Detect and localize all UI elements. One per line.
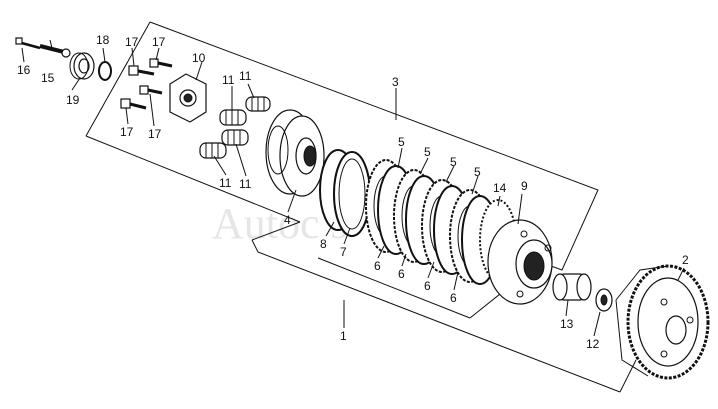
label-9: 9 [521,179,528,193]
label-5-d: 5 [474,165,481,179]
circlip-18 [98,61,112,81]
bolt-17-c [120,98,147,110]
bolt-17-d [139,85,163,95]
label-11-b: 11 [239,69,252,83]
label-17-a: 17 [125,35,139,49]
label-11-c: 11 [219,176,232,190]
label-6-b: 6 [398,267,405,281]
label-13: 13 [560,317,574,331]
label-16: 16 [17,63,31,77]
spring-11-c [221,129,249,146]
bearing-19 [69,52,95,80]
label-17-b: 17 [152,35,166,49]
label-5-b: 5 [424,145,431,159]
label-8: 8 [320,237,327,251]
label-12: 12 [586,337,600,351]
label-15: 15 [41,71,55,85]
label-3: 3 [392,75,399,89]
label-6-d: 6 [450,291,457,305]
label-11-d: 11 [239,177,252,191]
label-1: 1 [340,329,347,343]
label-10: 10 [192,51,206,65]
label-6-a: 6 [374,259,381,273]
label-6-c: 6 [424,279,431,293]
label-4: 4 [284,213,291,227]
label-18: 18 [96,33,110,47]
spring-11-b [219,109,247,126]
label-17-d: 17 [148,127,162,141]
label-11-a: 11 [222,73,235,87]
label-5-c: 5 [450,155,457,169]
spring-11-a [245,96,271,112]
washer-12 [595,288,613,312]
bushing-13 [552,273,592,301]
label-7: 7 [340,245,347,259]
pin-16 [15,37,41,50]
label-17-c: 17 [120,125,134,139]
push-rod-15 [39,44,71,58]
plate-7 [333,151,371,237]
label-2: 2 [682,253,689,267]
bolt-17-b [149,58,173,68]
clutch-center-4 [265,109,325,197]
pressure-plate-10 [169,73,207,123]
leader-lines [21,39,685,337]
spring-11-d [199,142,227,159]
part-labels: 16 15 19 18 17 17 17 17 10 11 11 11 11 3… [17,33,689,351]
label-14: 14 [493,181,507,195]
pressure-disc-9 [487,219,553,305]
clutch-outer-2 [615,264,710,380]
label-5-a: 5 [398,135,405,149]
label-19: 19 [66,93,80,107]
